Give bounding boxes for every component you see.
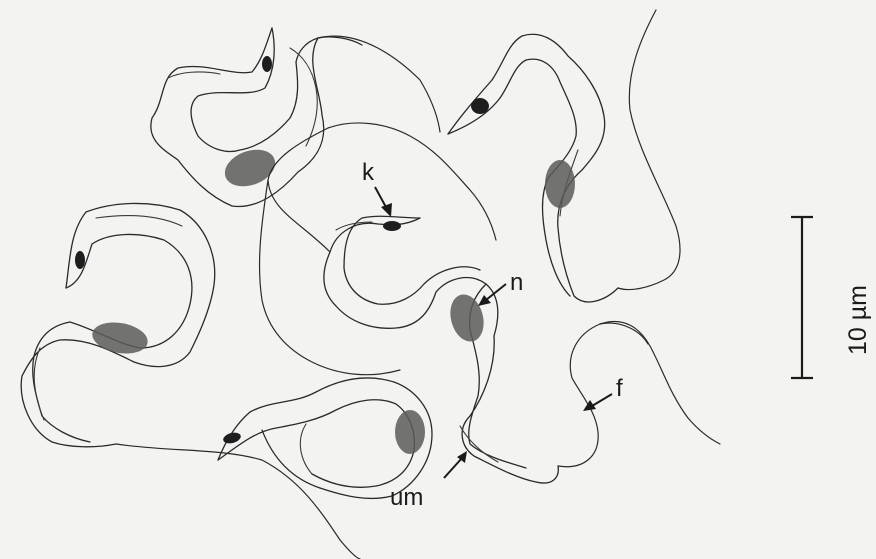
trypanosome-cell-bottom: [218, 378, 432, 499]
trypanosome-cell-top-right: [448, 10, 680, 302]
svg-text:f: f: [616, 375, 623, 402]
nucleus-shape: [545, 160, 575, 208]
trypanosome-cell-left: [21, 203, 214, 446]
kinetoplast-shape: [262, 56, 272, 72]
svg-text:n: n: [510, 269, 523, 296]
kinetoplast-shape: [75, 251, 85, 269]
label-nucleus: n: [478, 269, 523, 306]
trypanosome-cell-right-center: [445, 284, 558, 483]
flagellum-line: [116, 444, 360, 559]
svg-text:k: k: [362, 159, 375, 186]
kinetoplast-shape: [383, 221, 401, 231]
nucleus-shape: [220, 143, 280, 193]
svg-text:um: um: [390, 484, 423, 511]
flagellum-line: [558, 321, 720, 466]
label-kinetoplast: k: [362, 159, 392, 217]
scale-bar-label: 10 µm: [844, 285, 872, 355]
label-flagellum: f: [583, 375, 623, 411]
nucleus-shape: [395, 410, 425, 454]
scale-bar: 10 µm: [791, 217, 872, 378]
nucleus-shape: [90, 318, 150, 357]
kinetoplast-shape: [471, 98, 489, 114]
kinetoplast-shape: [222, 431, 242, 445]
trypanosome-cell-top-left: [151, 28, 440, 207]
label-undulating-membrane: um: [390, 451, 467, 511]
